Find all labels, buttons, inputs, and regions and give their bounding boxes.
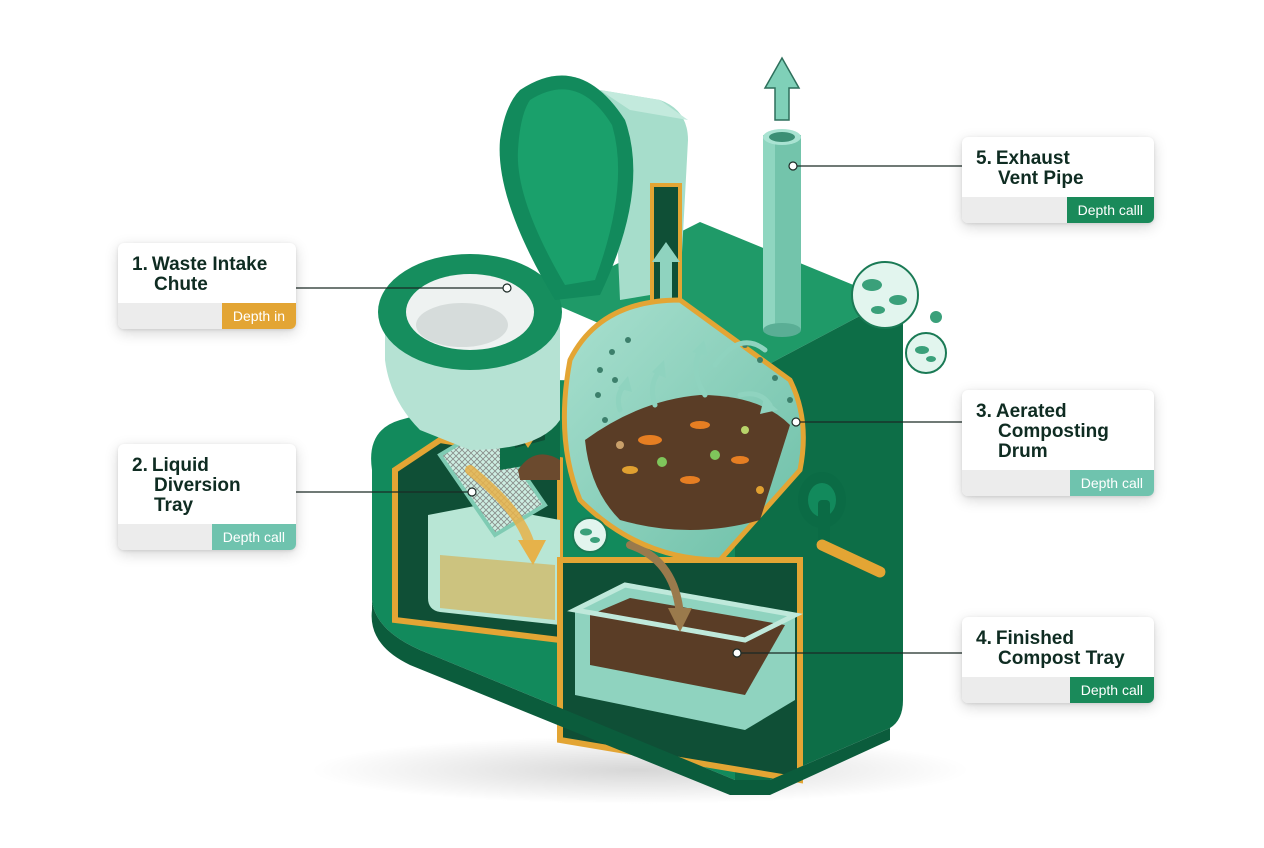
label-title-line1: Waste Intake [151,254,268,275]
label-exhaust-vent-pipe: 5.Exhaust Vent Pipe Depth calll [962,137,1154,223]
label-waste-intake-chute: 1.Waste Intake Chute Depth in [118,243,296,329]
label-number: 2. [132,455,148,476]
label-liquid-diversion-tray: 2.Liquid Diversion Tray Depth call [118,444,296,550]
label-title-line2: Compost Tray [998,648,1125,669]
label-number: 3. [976,401,992,422]
label-title-line2: Diversion [154,475,241,496]
depth-chip: Depth call [1069,470,1154,496]
crank-handle-icon [798,472,886,578]
label-finished-compost-tray: 4.Finished Compost Tray Depth call [962,617,1154,703]
label-number: 1. [132,254,148,275]
label-number: 4. [976,628,992,649]
vent-pipe [763,56,801,337]
compost-bay [557,541,803,784]
label-title-line2: Vent Pipe [998,168,1084,189]
label-title-line1: Exhaust [995,148,1070,169]
cutaway-left [392,422,563,644]
microbe-icon [572,261,947,553]
drop-arrow [626,541,684,619]
vent-arrow-icon [763,56,801,121]
liquid-arrow [465,465,535,550]
depth-chip: Depth call [211,524,296,550]
label-title-line1: Aerated [995,401,1067,422]
label-title-line1: Finished [995,628,1074,649]
depth-chip: Depth call [1069,677,1154,703]
depth-chip: Depth calll [1066,197,1154,223]
label-number: 5. [976,148,992,169]
label-title-line2: Composting [998,421,1109,442]
label-title-line3: Drum [998,441,1048,462]
leader-lines [296,161,962,658]
composting-drum [561,297,806,563]
label-title-line2: Chute [154,274,208,295]
depth-chip: Depth in [221,303,296,329]
label-title-line3: Tray [154,495,194,516]
label-title-line1: Liquid [151,455,209,476]
label-aerated-composting-drum: 3.Aerated Composting Drum Depth call [962,390,1154,496]
